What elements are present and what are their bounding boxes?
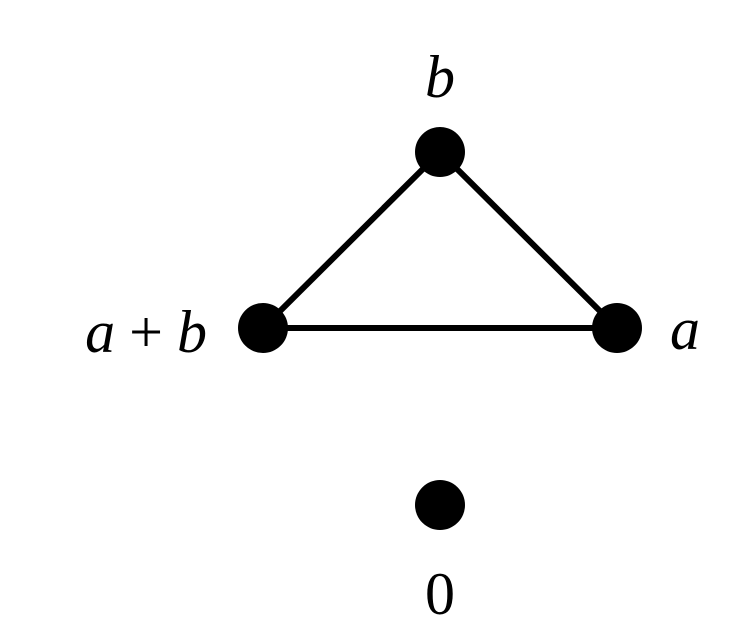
label-zero: 0	[425, 561, 455, 627]
node-zero	[415, 480, 465, 530]
label-a-plus-b-left: a	[85, 299, 115, 365]
nodes	[238, 127, 642, 530]
labels: b a+b a 0	[85, 44, 700, 627]
edges	[260, 149, 620, 331]
node-a	[592, 303, 642, 353]
label-b: b	[425, 44, 455, 110]
edge-b-to-a	[437, 149, 620, 331]
label-a-plus-b-op: +	[129, 299, 163, 365]
label-a: a	[670, 296, 700, 362]
label-a-plus-b: a+b	[85, 299, 207, 365]
node-b	[415, 127, 465, 177]
edge-b-to-a-plus-b	[260, 149, 443, 331]
label-a-plus-b-right: b	[177, 299, 207, 365]
node-a-plus-b	[238, 303, 288, 353]
